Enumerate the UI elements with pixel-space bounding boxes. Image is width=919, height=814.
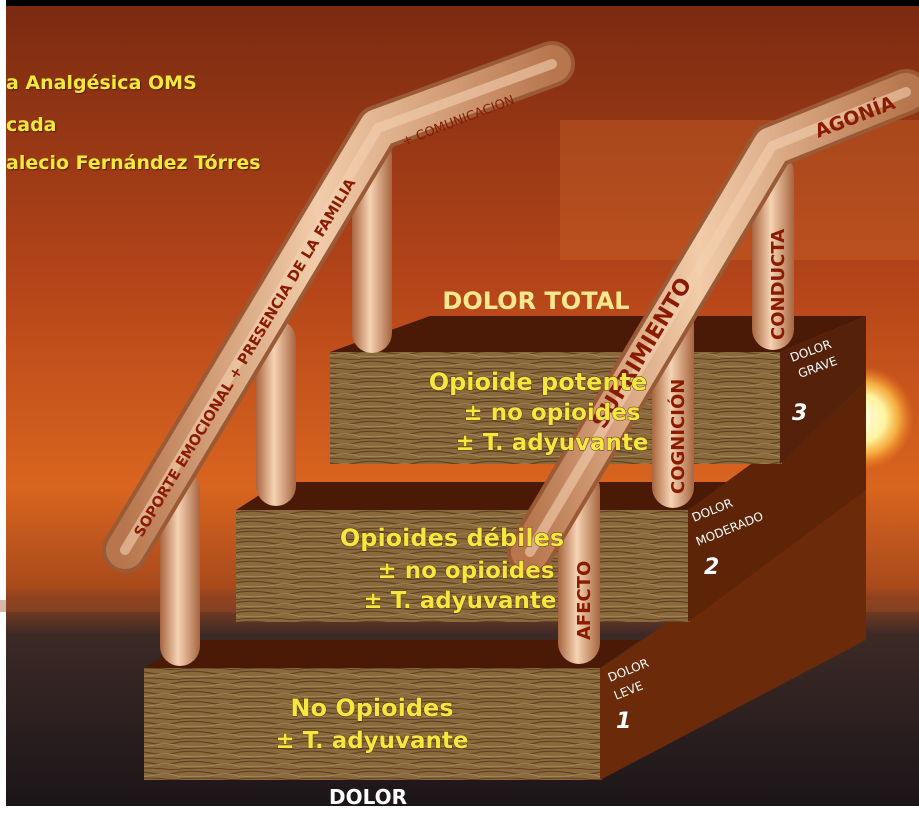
step-1-line-2: ± T. adyuvante bbox=[275, 728, 468, 754]
step-1-line-1: No Opioides bbox=[290, 694, 453, 722]
step-number-1: 1 bbox=[616, 709, 631, 734]
step-2-line-2: ± no opioides bbox=[377, 558, 554, 584]
left-post-2 bbox=[256, 320, 296, 506]
dolor-bottom-label: DOLOR bbox=[329, 785, 407, 809]
dolor-total-label: DOLOR TOTAL bbox=[442, 287, 629, 315]
step-2-line-3: ± T. adyuvante bbox=[363, 588, 556, 614]
post-label-conducta: CONDUCTA bbox=[768, 229, 789, 340]
header-line-1: a Analgésica OMS bbox=[6, 72, 197, 94]
step-3-box bbox=[330, 316, 866, 464]
step-3-line-3: ± T. adyuvante bbox=[455, 430, 648, 456]
step-2-box bbox=[236, 380, 866, 622]
right-handrail bbox=[507, 69, 919, 575]
post-label-cognicion: COGNICIÓN bbox=[667, 379, 689, 494]
step-3-line-1: Opioide potente bbox=[429, 368, 648, 396]
step-1-box bbox=[144, 490, 866, 780]
left-handrail bbox=[102, 41, 575, 573]
step-2-line-1: Opioides débiles bbox=[340, 524, 564, 552]
post-label-afecto: AFECTO bbox=[574, 561, 595, 640]
header-line-3: alecio Fernández Tórres bbox=[6, 152, 261, 174]
step-number-2: 2 bbox=[704, 555, 719, 580]
header-line-2: cada bbox=[6, 114, 57, 136]
step-number-3: 3 bbox=[792, 401, 807, 426]
step-3-line-2: ± no opioides bbox=[463, 400, 640, 426]
